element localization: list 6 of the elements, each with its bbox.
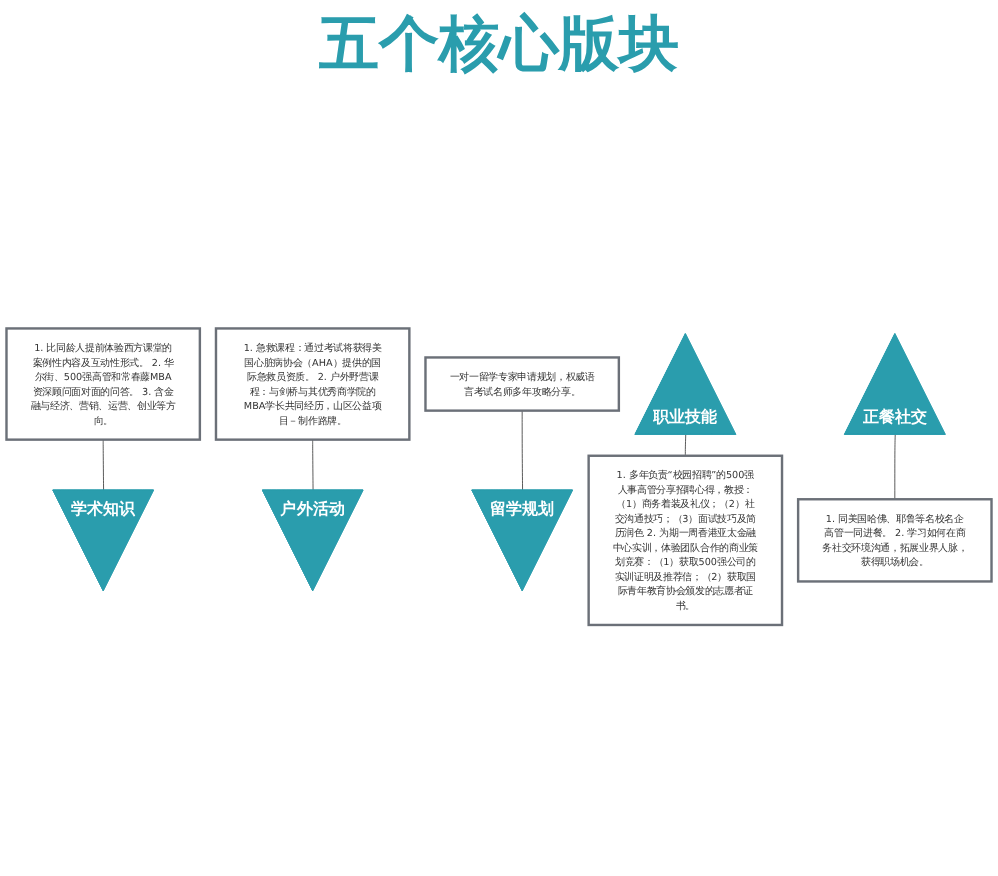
connector: [521, 409, 523, 491]
connector: [684, 433, 687, 456]
connector: [102, 438, 104, 491]
connector: [312, 438, 314, 491]
connector: [894, 433, 896, 499]
title: 五个核心版块: [317, 8, 681, 84]
